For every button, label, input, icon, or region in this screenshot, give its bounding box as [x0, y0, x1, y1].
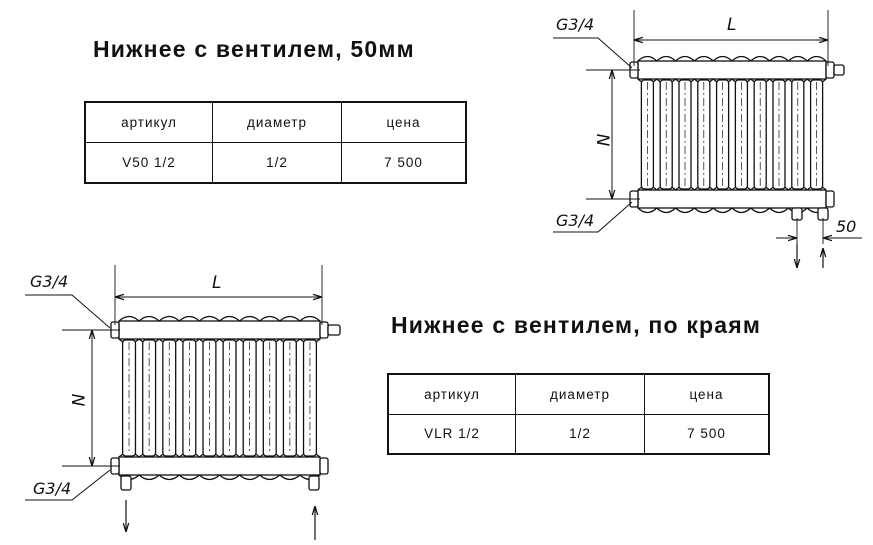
plug [825, 61, 835, 79]
radiator-body [629, 55, 845, 221]
manifold [637, 189, 827, 209]
height-label: N [592, 134, 612, 147]
cell-diameter: 1/2 [212, 141, 342, 184]
spec-table-vlr: артикул диаметр цена VLR 1/2 1/2 7 500 [387, 373, 770, 455]
length-label: L [212, 273, 221, 293]
thread-label-bottom: G3/4 [33, 479, 71, 498]
plug [308, 475, 320, 491]
plug [825, 190, 835, 208]
thread-label-top: G3/4 [556, 15, 594, 34]
col-header-price: цена [644, 373, 770, 415]
spec-table-v50: артикул диаметр цена V50 1/2 1/2 7 500 [84, 101, 467, 184]
plug [319, 457, 329, 475]
col-header-diameter: диаметр [515, 373, 645, 415]
cell-price: 7 500 [341, 141, 467, 184]
plug [319, 321, 329, 339]
thread-label-bottom: G3/4 [556, 211, 594, 230]
heading-bottom-valve-edges: Нижнее с вентилем, по краям [391, 312, 762, 338]
manifold [637, 60, 827, 80]
heading-bottom-valve-50mm: Нижнее с вентилем, 50мм [93, 36, 415, 62]
length-label: L [727, 15, 736, 35]
cell-article: VLR 1/2 [387, 413, 516, 455]
manifold [118, 320, 321, 340]
thread-label-top: G3/4 [30, 272, 68, 291]
cell-price: 7 500 [644, 413, 770, 455]
radiator-drawing-edges [25, 265, 341, 540]
radiator-body [110, 315, 341, 491]
plug [120, 475, 132, 491]
cell-diameter: 1/2 [515, 413, 645, 455]
plug [833, 64, 845, 76]
table-row: VLR 1/2 1/2 7 500 [387, 413, 770, 455]
table-row: V50 1/2 1/2 7 500 [84, 141, 467, 184]
plug [327, 324, 341, 336]
height-label: N [67, 394, 87, 407]
col-header-price: цена [341, 101, 467, 143]
spec-table-header-row: артикул диаметр цена [387, 373, 770, 415]
col-header-article: артикул [387, 373, 516, 415]
manifold [118, 456, 321, 476]
offset-label: 50 [836, 217, 856, 236]
radiator-drawing-50mm [553, 10, 862, 268]
